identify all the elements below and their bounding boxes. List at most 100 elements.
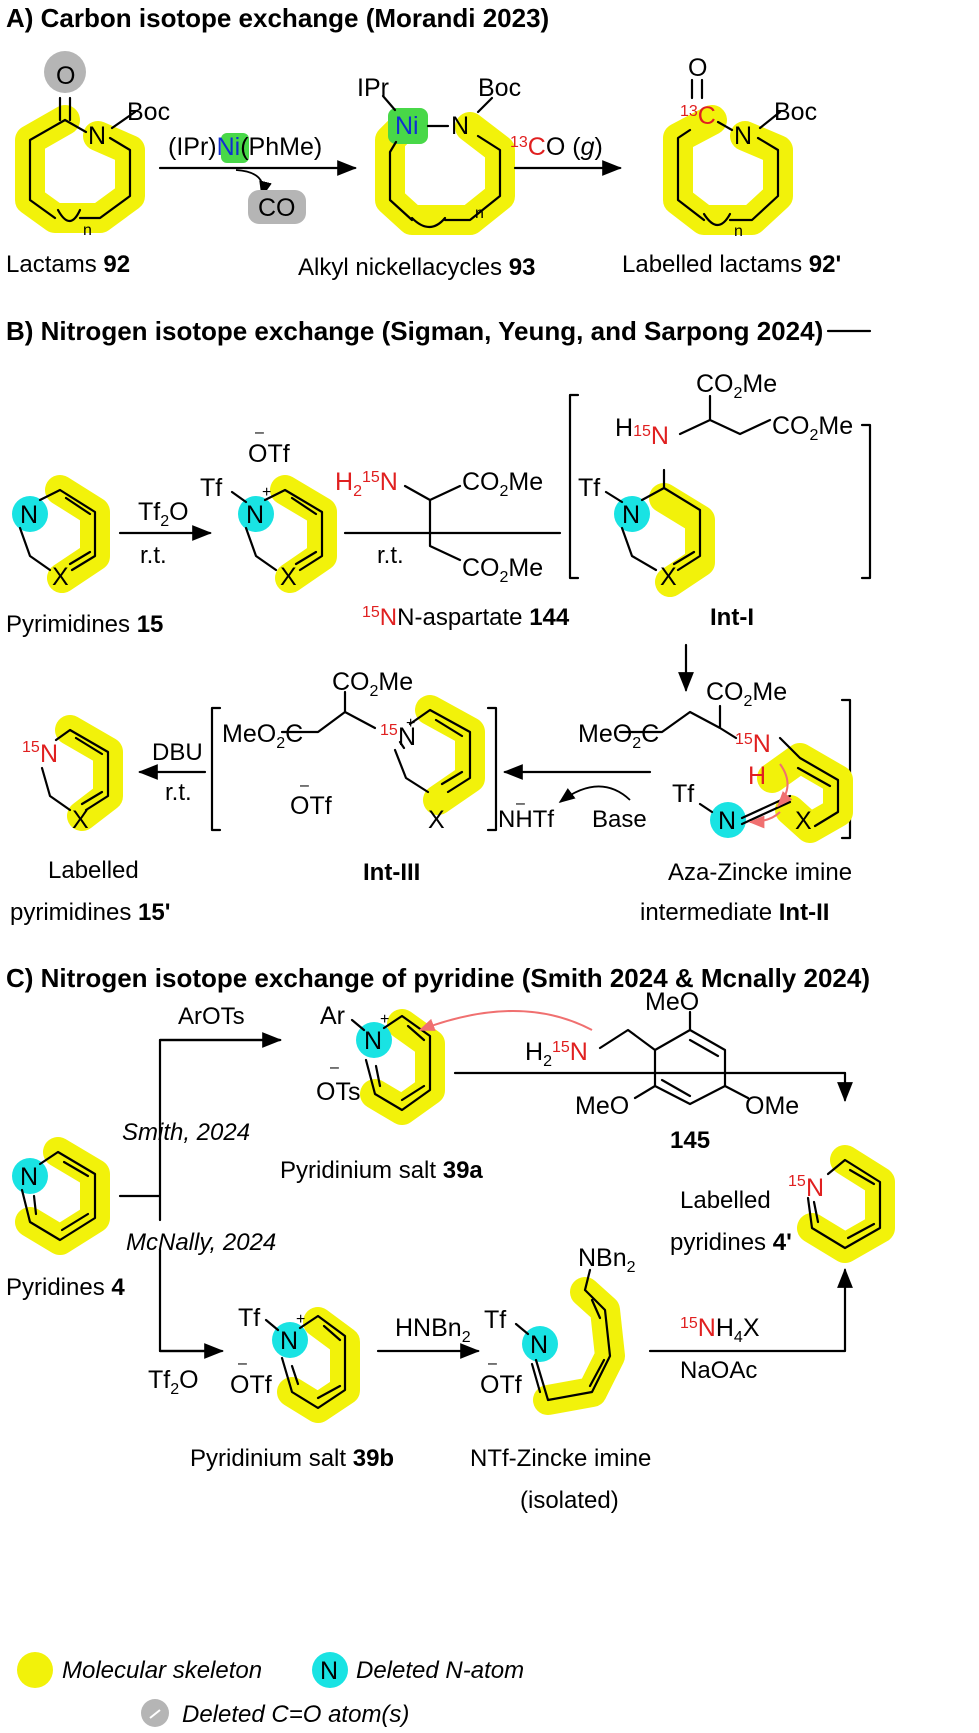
- section-c: C) Nitrogen isotope exchange of pyridine…: [6, 963, 895, 1514]
- pyridine-4-structure: N: [12, 1137, 110, 1255]
- ring-bonds: [676, 120, 780, 222]
- proton-transfer-arrow: [776, 763, 793, 808]
- isotope-15-mass: 15: [788, 1173, 806, 1190]
- activated-pyrimidinium-structure: N + Tf X – OTf: [200, 424, 337, 593]
- naoac-reagent: NaOAc: [680, 1357, 757, 1384]
- otf-counterion: OTf: [480, 1371, 522, 1399]
- pyrimidine-15-structure: N X: [12, 475, 110, 593]
- ring-bonds: [806, 1158, 882, 1250]
- pyridinium-39b-structure: N + Tf – OTf: [230, 1304, 360, 1423]
- legend: Molecular skeleton N Deleted N-atom Dele…: [17, 1652, 524, 1728]
- x-atom: X: [428, 806, 445, 834]
- lactam-92-label: Lactams 92: [6, 251, 130, 278]
- tf-group: Tf: [200, 474, 222, 502]
- meo2c-group: MeO2C: [222, 720, 303, 752]
- nitrogen-atom: N: [451, 112, 469, 140]
- pyridinium-39a-structure: N + Ar – OTs: [316, 1002, 445, 1125]
- ring-bonds: [393, 708, 472, 794]
- skeleton-highlight: [415, 695, 485, 815]
- ar-group: Ar: [320, 1002, 345, 1030]
- nitrogen-atom: N: [622, 501, 640, 529]
- dbu-reagent: DBU: [152, 739, 203, 766]
- ring-bonds: [18, 488, 97, 572]
- base-reagent: Base: [592, 806, 647, 833]
- labelled-pyrimidine-label-line2: pyrimidines 15': [10, 899, 170, 926]
- side-chain-bonds: [280, 690, 377, 734]
- otf-counterion: OTf: [230, 1371, 272, 1399]
- ring-bonds: [20, 1150, 97, 1242]
- compound-145-label: 145: [670, 1127, 710, 1154]
- svg-text:–: –: [300, 777, 309, 794]
- svg-text:+: +: [380, 1011, 389, 1028]
- carbonyl-bond: [690, 78, 704, 100]
- otf-counterion: OTf: [248, 440, 290, 468]
- svg-text:+: +: [296, 1311, 305, 1328]
- deleted-n-highlight: [614, 496, 650, 532]
- co-byproduct-highlight: [248, 190, 306, 224]
- condition-rt: r.t.: [165, 779, 192, 806]
- repeat-n: n: [475, 205, 484, 222]
- oxygen-atom: O: [688, 54, 707, 82]
- int-3-label: Int-III: [363, 859, 420, 886]
- int-2-label-line1: Aza-Zincke imine: [668, 859, 852, 886]
- reagent-13co-gas: 13CO (g): [510, 133, 603, 161]
- amine-145-structure: H215N MeO MeO OMe 145: [418, 988, 853, 1154]
- aspartate-144-structure: H215N CO2Me CO2Me r.t.: [335, 468, 562, 586]
- zincke-label-line2: (isolated): [520, 1487, 619, 1514]
- int-1-label: Int-I: [710, 604, 754, 631]
- carbon-13-atom: 13C: [680, 102, 716, 130]
- ni-atom-highlight: [388, 108, 428, 144]
- deleted-n-highlight: [272, 1322, 308, 1358]
- meo-top: MeO: [645, 988, 699, 1016]
- h2-15n-amine: H215N: [525, 1038, 588, 1070]
- repeat-n: n: [83, 222, 92, 239]
- boc-label: Boc: [774, 98, 817, 126]
- side-chain-bonds: [618, 704, 738, 740]
- benzyl-ring-bonds: [598, 1010, 750, 1106]
- deleted-n-highlight: [710, 802, 746, 838]
- meo2c-group: MeO2C: [578, 720, 659, 752]
- ring-bonds: [40, 728, 110, 812]
- labelled-pyrimidine-label-line1: Labelled: [48, 857, 139, 884]
- boc-label: Boc: [127, 98, 170, 126]
- svg-text:+: +: [406, 715, 415, 732]
- nbn2-group: NBn2: [578, 1244, 636, 1276]
- labelled-pyridine-label-line2: pyridines 4': [670, 1229, 792, 1256]
- condition-rt: r.t.: [140, 542, 167, 569]
- int-2-structure: N Tf X 15N H MeO2C CO2Me: [578, 678, 853, 843]
- deleted-n-highlight: [356, 1022, 392, 1058]
- migrating-h: H: [748, 762, 766, 790]
- nitrogen-atom: N: [20, 1163, 38, 1191]
- x-atom: X: [280, 563, 297, 591]
- section-b-title: B) Nitrogen isotope exchange (Sigman, Ye…: [6, 316, 823, 346]
- legend-n-symbol: N: [320, 1657, 338, 1685]
- deleted-n-highlight: [12, 496, 48, 532]
- co2me-group: CO2Me: [332, 668, 413, 700]
- side-chain-bonds: [678, 394, 772, 436]
- ots-counterion: OTs: [316, 1078, 360, 1106]
- skeleton-highlight: [55, 715, 123, 831]
- labelled-lactam-92p-structure: O 13C N Boc n: [663, 54, 817, 240]
- boc-bond: [758, 110, 782, 130]
- tf-group: Tf: [238, 1304, 260, 1332]
- ring-bonds: [230, 488, 324, 572]
- nitrogen-atom: N: [364, 1027, 382, 1055]
- ring-bonds: [264, 1314, 347, 1410]
- reaction-arrow-c3: [648, 1268, 853, 1353]
- nitrogen-atom: N: [246, 501, 264, 529]
- chain-bonds: [514, 1268, 612, 1402]
- h2-15n-amine: H215N: [335, 468, 398, 500]
- nitrogen-15-atom: N: [806, 1174, 824, 1202]
- ome-right: OMe: [745, 1092, 799, 1120]
- x-atom: X: [52, 563, 69, 591]
- ring-bonds: [28, 118, 132, 220]
- nitrogen-atom: N: [734, 122, 752, 150]
- isotope-15-mass: 15: [380, 722, 398, 739]
- reagent-tf2o: Tf2O: [148, 1366, 199, 1398]
- labelled-pyridine-4p-structure: N 15: [788, 1145, 895, 1263]
- aspartate-144-label: 15NN-aspartate 144: [362, 604, 570, 631]
- ni-atom: Ni: [395, 112, 419, 140]
- tf-group: Tf: [578, 474, 600, 502]
- tf-group: Tf: [672, 780, 694, 808]
